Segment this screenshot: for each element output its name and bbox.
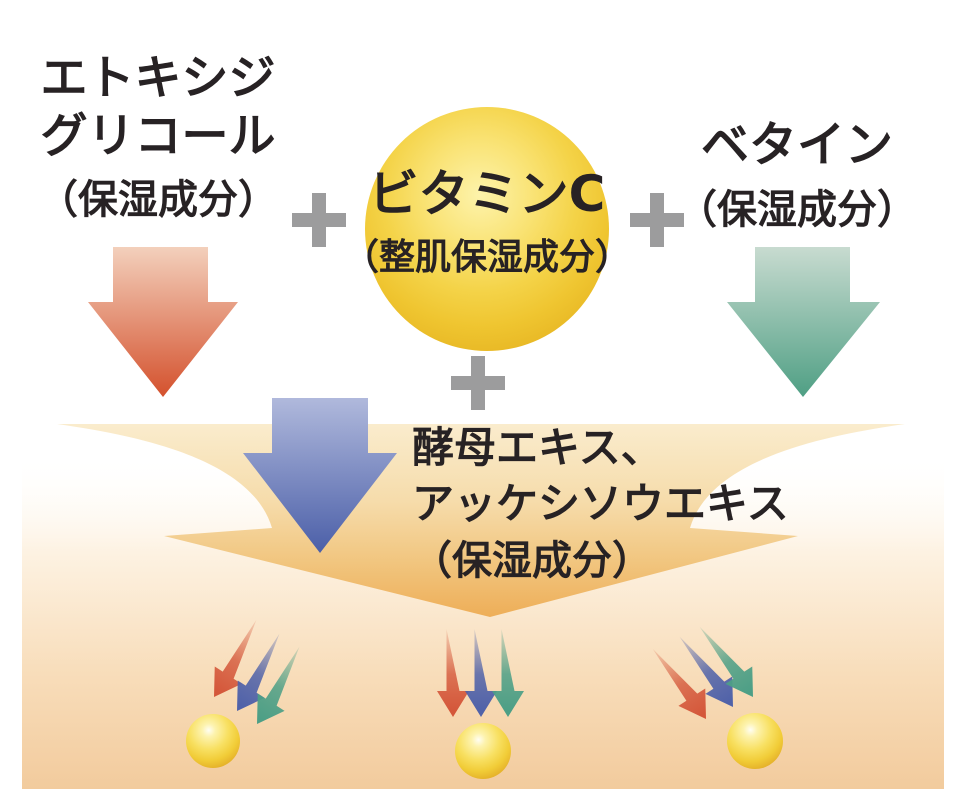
combined-ingredient-name-line1: 酵母エキス、 <box>412 423 663 472</box>
left-ingredient-category: （保湿成分） <box>38 177 278 223</box>
left-ingredient-name-line2: グリコール <box>40 109 276 164</box>
blue-down-arrow-icon <box>243 398 397 553</box>
plus-icon <box>292 193 346 247</box>
left-ingredient-label: エトキシジ グリコール （保湿成分） <box>8 50 308 224</box>
moisture-ball-right <box>727 713 783 769</box>
combined-ingredient-category: （保湿成分） <box>412 538 652 584</box>
left-ingredient-name-line1: エトキシジ <box>40 51 276 106</box>
right-ingredient-label: ベタイン （保湿成分） <box>647 116 947 234</box>
red-down-arrow-icon <box>88 247 238 397</box>
plus-icon <box>630 193 684 247</box>
right-ingredient-category: （保湿成分） <box>677 187 917 233</box>
plus-icon <box>451 356 505 410</box>
moisture-ball-left <box>186 714 240 768</box>
vitamin-c-sphere <box>365 107 609 351</box>
center-ingredient-label: ビタミンC （整肌保湿成分） <box>327 164 647 279</box>
center-ingredient-category: （整肌保湿成分） <box>342 237 631 278</box>
center-ingredient-name: ビタミンC <box>368 165 606 223</box>
combined-ingredient-name-line2: アッケシソウエキス <box>412 479 789 528</box>
teal-down-arrow-icon <box>727 247 880 397</box>
right-ingredient-name: ベタイン <box>700 117 893 173</box>
moisture-ball-center <box>455 723 511 779</box>
combined-ingredient-label: 酵母エキス、 アッケシソウエキス （保湿成分） <box>412 420 832 590</box>
